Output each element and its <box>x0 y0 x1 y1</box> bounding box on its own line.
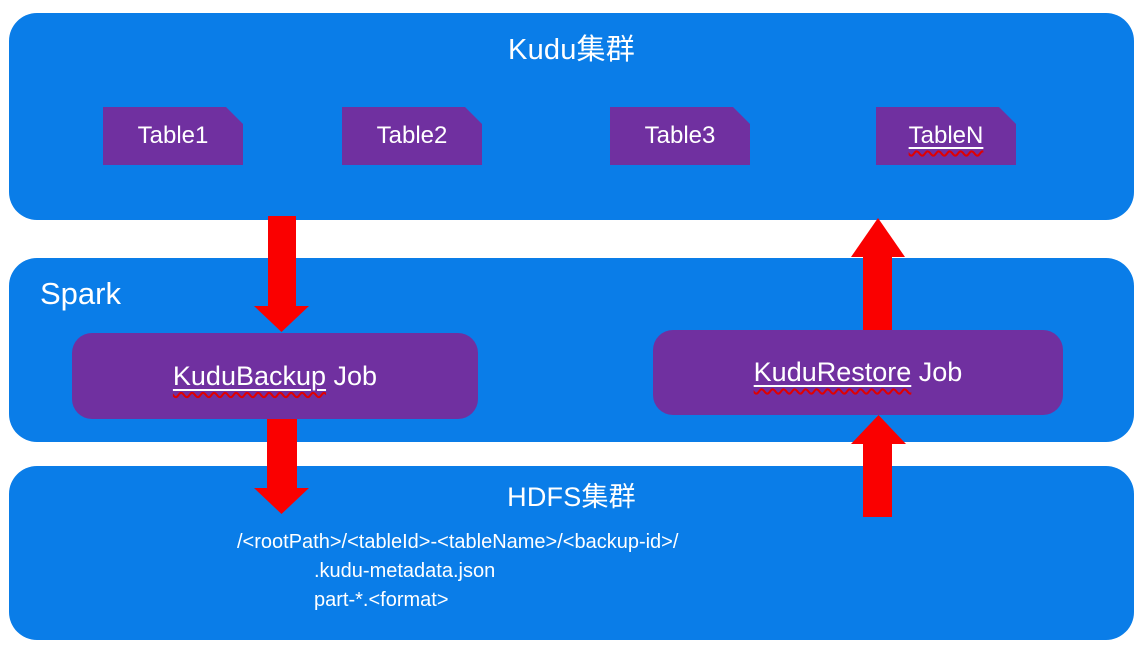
tablen-label: TableN <box>908 122 984 149</box>
hdfs-path-part-files: part-*.<format> <box>314 589 449 611</box>
spark-title: Spark <box>40 276 121 311</box>
kudu-restore-job-label: KuduRestore <box>753 357 912 387</box>
spark-section: Spark KuduBackup Job KuduRestore Job <box>9 258 1134 442</box>
table3-label: Table3 <box>644 122 716 149</box>
kudu-backup-job-suffix: Job <box>326 360 378 391</box>
hdfs-path-metadata: .kudu-metadata.json <box>314 560 496 582</box>
arrow-shaft <box>863 256 892 330</box>
kudu-backup-job-label: KuduBackup <box>172 360 327 391</box>
tablen-shape: TableN <box>876 107 1016 165</box>
table2-shape: Table2 <box>342 107 482 165</box>
kudu-backup-job-box: KuduBackup Job <box>72 333 478 419</box>
table1-shape: Table1 <box>103 107 243 165</box>
kudu-restore-job-box: KuduRestore Job <box>653 330 1063 415</box>
hdfs-cluster-section: HDFS集群 /<rootPath>/<tableId>-<tableName>… <box>9 466 1134 640</box>
arrow-head-up-icon <box>851 218 905 257</box>
arrow-shaft <box>863 443 892 517</box>
arrow-shaft <box>268 216 296 307</box>
hdfs-cluster-title: HDFS集群 <box>507 482 636 512</box>
hdfs-path-root: /<rootPath>/<tableId>-<tableName>/<backu… <box>237 531 679 553</box>
kudu-restore-job-suffix: Job <box>911 357 963 387</box>
table3-shape: Table3 <box>610 107 750 165</box>
table1-label: Table1 <box>137 122 209 149</box>
table2-label: Table2 <box>376 122 448 149</box>
kudu-cluster-section: Kudu集群 Table1 Table2 Table3 TableN <box>9 13 1134 220</box>
kudu-cluster-title: Kudu集群 <box>508 34 635 66</box>
hdfs-path-listing: /<rootPath>/<tableId>-<tableName>/<backu… <box>237 528 678 615</box>
arrow-shaft <box>267 419 297 489</box>
